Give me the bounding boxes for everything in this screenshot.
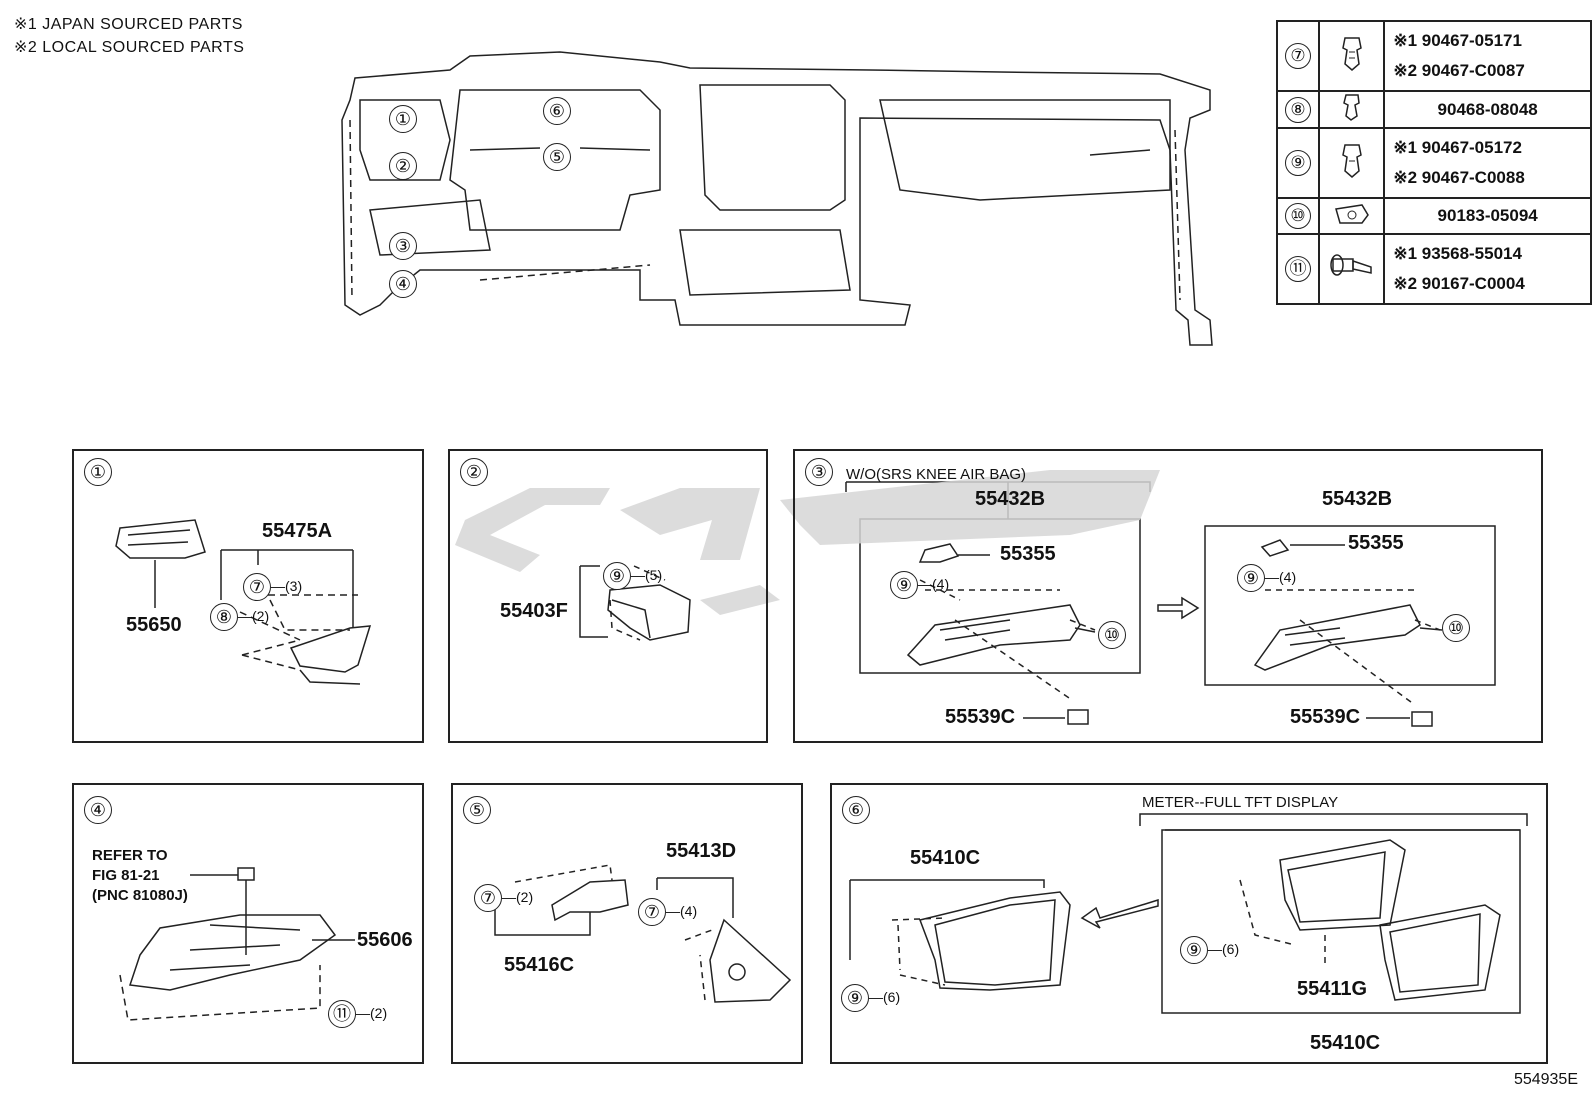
part-label: 55355	[1348, 532, 1404, 554]
ref-9: ⑨	[1284, 150, 1311, 176]
clip-callout: ⑦	[243, 573, 271, 601]
ref-10: ⑩	[1284, 203, 1311, 229]
note-japan-sourced: ※1 JAPAN SOURCED PARTS	[14, 16, 243, 33]
panel-index: ②	[460, 458, 488, 486]
panel-index: ①	[84, 458, 112, 486]
table-row: ⑪ ※1 93568-55014 ※2 90167-C0004	[1276, 233, 1592, 305]
quantity: —(4)	[918, 576, 950, 592]
panel-index: ③	[805, 458, 833, 486]
panel-index: ⑥	[842, 796, 870, 824]
part-label: 55403F	[500, 600, 568, 622]
pnc-label: (PNC 81080J)	[92, 887, 188, 904]
clip-callout: ⑨	[603, 562, 631, 590]
clip-icon	[1341, 143, 1362, 178]
overview-callout-1: ①	[389, 105, 417, 133]
dashboard-overview-illustration	[341, 51, 1213, 346]
panel-index: ⑤	[463, 796, 491, 824]
diagram-code: 554935E	[1513, 1071, 1578, 1088]
part-label: 55416C	[504, 954, 575, 976]
quantity: —(4)	[666, 903, 698, 919]
quantity: —(2)	[238, 608, 270, 624]
panel-5	[451, 783, 803, 1064]
note-local-sourced: ※2 LOCAL SOURCED PARTS	[14, 39, 245, 56]
part-label: 55606	[357, 929, 413, 951]
table-row: ⑩ 90183-05094	[1276, 197, 1592, 235]
part-label: 55650	[126, 614, 182, 636]
parts-table: ⑦ ※1 90467-05171 ※2 90467-C0087 ⑧ 90468-0…	[1276, 20, 1592, 305]
part-label: 55475A	[262, 520, 333, 542]
panel-6	[830, 783, 1548, 1064]
clip-callout: ⑦	[474, 884, 502, 912]
clip-callout: ⑨	[1237, 564, 1265, 592]
part-label: 55539C	[1290, 706, 1361, 728]
refer-label: REFER TO	[92, 847, 168, 864]
part-label: 55432B	[975, 488, 1046, 510]
panel4-illustration	[119, 867, 355, 1021]
ref-8: ⑧	[1284, 96, 1311, 123]
part-label: 55410C	[910, 847, 981, 869]
part-number: 90468-08048	[1437, 99, 1538, 119]
overview-callout-2: ②	[389, 152, 417, 180]
quantity: —(4)	[1265, 569, 1297, 585]
nut-callout: ⑩	[1442, 614, 1470, 642]
table-row: ⑧ 90468-08048	[1276, 90, 1592, 129]
part-label: 55413D	[666, 840, 737, 862]
overview-callout-5: ⑤	[543, 143, 571, 171]
clip-callout: ⑧	[210, 603, 238, 631]
overview-callout-6: ⑥	[543, 97, 571, 125]
panel2-illustration	[579, 565, 691, 641]
overview-callout-3: ③	[389, 232, 417, 260]
part-number: ※2 90467-C0087	[1393, 61, 1525, 80]
part-label: 55539C	[945, 706, 1016, 728]
panel-4	[72, 783, 424, 1064]
quantity: —(2)	[502, 889, 534, 905]
quantity: —(2)	[356, 1005, 388, 1021]
bolt-callout: ⑪	[328, 1000, 356, 1028]
condition-label: METER--FULL TFT DISPLAY	[1142, 794, 1339, 811]
part-number: ※2 90467-C0088	[1393, 168, 1525, 187]
part-label: 55411G	[1297, 978, 1368, 1000]
part-number: ※1 90467-05171	[1393, 31, 1522, 50]
clip-icon	[1341, 36, 1362, 71]
clip-icon	[1342, 94, 1360, 121]
fig-label: FIG 81-21	[92, 867, 160, 884]
table-row: ⑦ ※1 90467-05171 ※2 90467-C0087	[1276, 20, 1592, 92]
condition-label: W/O(SRS KNEE AIR BAG)	[846, 466, 1027, 483]
part-number: 90183-05094	[1437, 206, 1538, 225]
panel-3	[793, 449, 1543, 743]
clip-callout: ⑨	[890, 571, 918, 599]
part-label: 55432B	[1322, 488, 1393, 510]
watermark-logo	[455, 470, 1160, 615]
quantity: —(3)	[271, 578, 303, 594]
quantity: —(6)	[869, 989, 901, 1005]
quantity: —(6)	[1208, 941, 1240, 957]
part-label: 55355	[1000, 543, 1056, 565]
panel1-illustration	[115, 519, 372, 685]
part-label: 55410C	[1310, 1032, 1381, 1054]
clip-callout: ⑦	[638, 898, 666, 926]
part-number: ※2 90167-C0004	[1393, 274, 1525, 293]
clip-callout: ⑨	[841, 984, 869, 1012]
table-row: ⑨ ※1 90467-05172 ※2 90467-C0088	[1276, 127, 1592, 199]
ref-11: ⑪	[1284, 256, 1311, 282]
nut-icon	[1334, 203, 1369, 224]
panel-1	[72, 449, 424, 743]
panel6-illustration	[849, 813, 1528, 1014]
panel3-illustration	[845, 481, 1496, 727]
bolt-icon	[1329, 253, 1372, 276]
clip-callout: ⑨	[1180, 936, 1208, 964]
quantity: —(5)	[631, 567, 663, 583]
overview-callout-4: ④	[389, 270, 417, 298]
nut-callout: ⑩	[1098, 621, 1126, 649]
panel-index: ④	[84, 796, 112, 824]
part-number: ※1 93568-55014	[1393, 244, 1522, 263]
part-number: ※1 90467-05172	[1393, 138, 1522, 157]
panel-2	[448, 449, 768, 743]
ref-7: ⑦	[1284, 43, 1311, 69]
